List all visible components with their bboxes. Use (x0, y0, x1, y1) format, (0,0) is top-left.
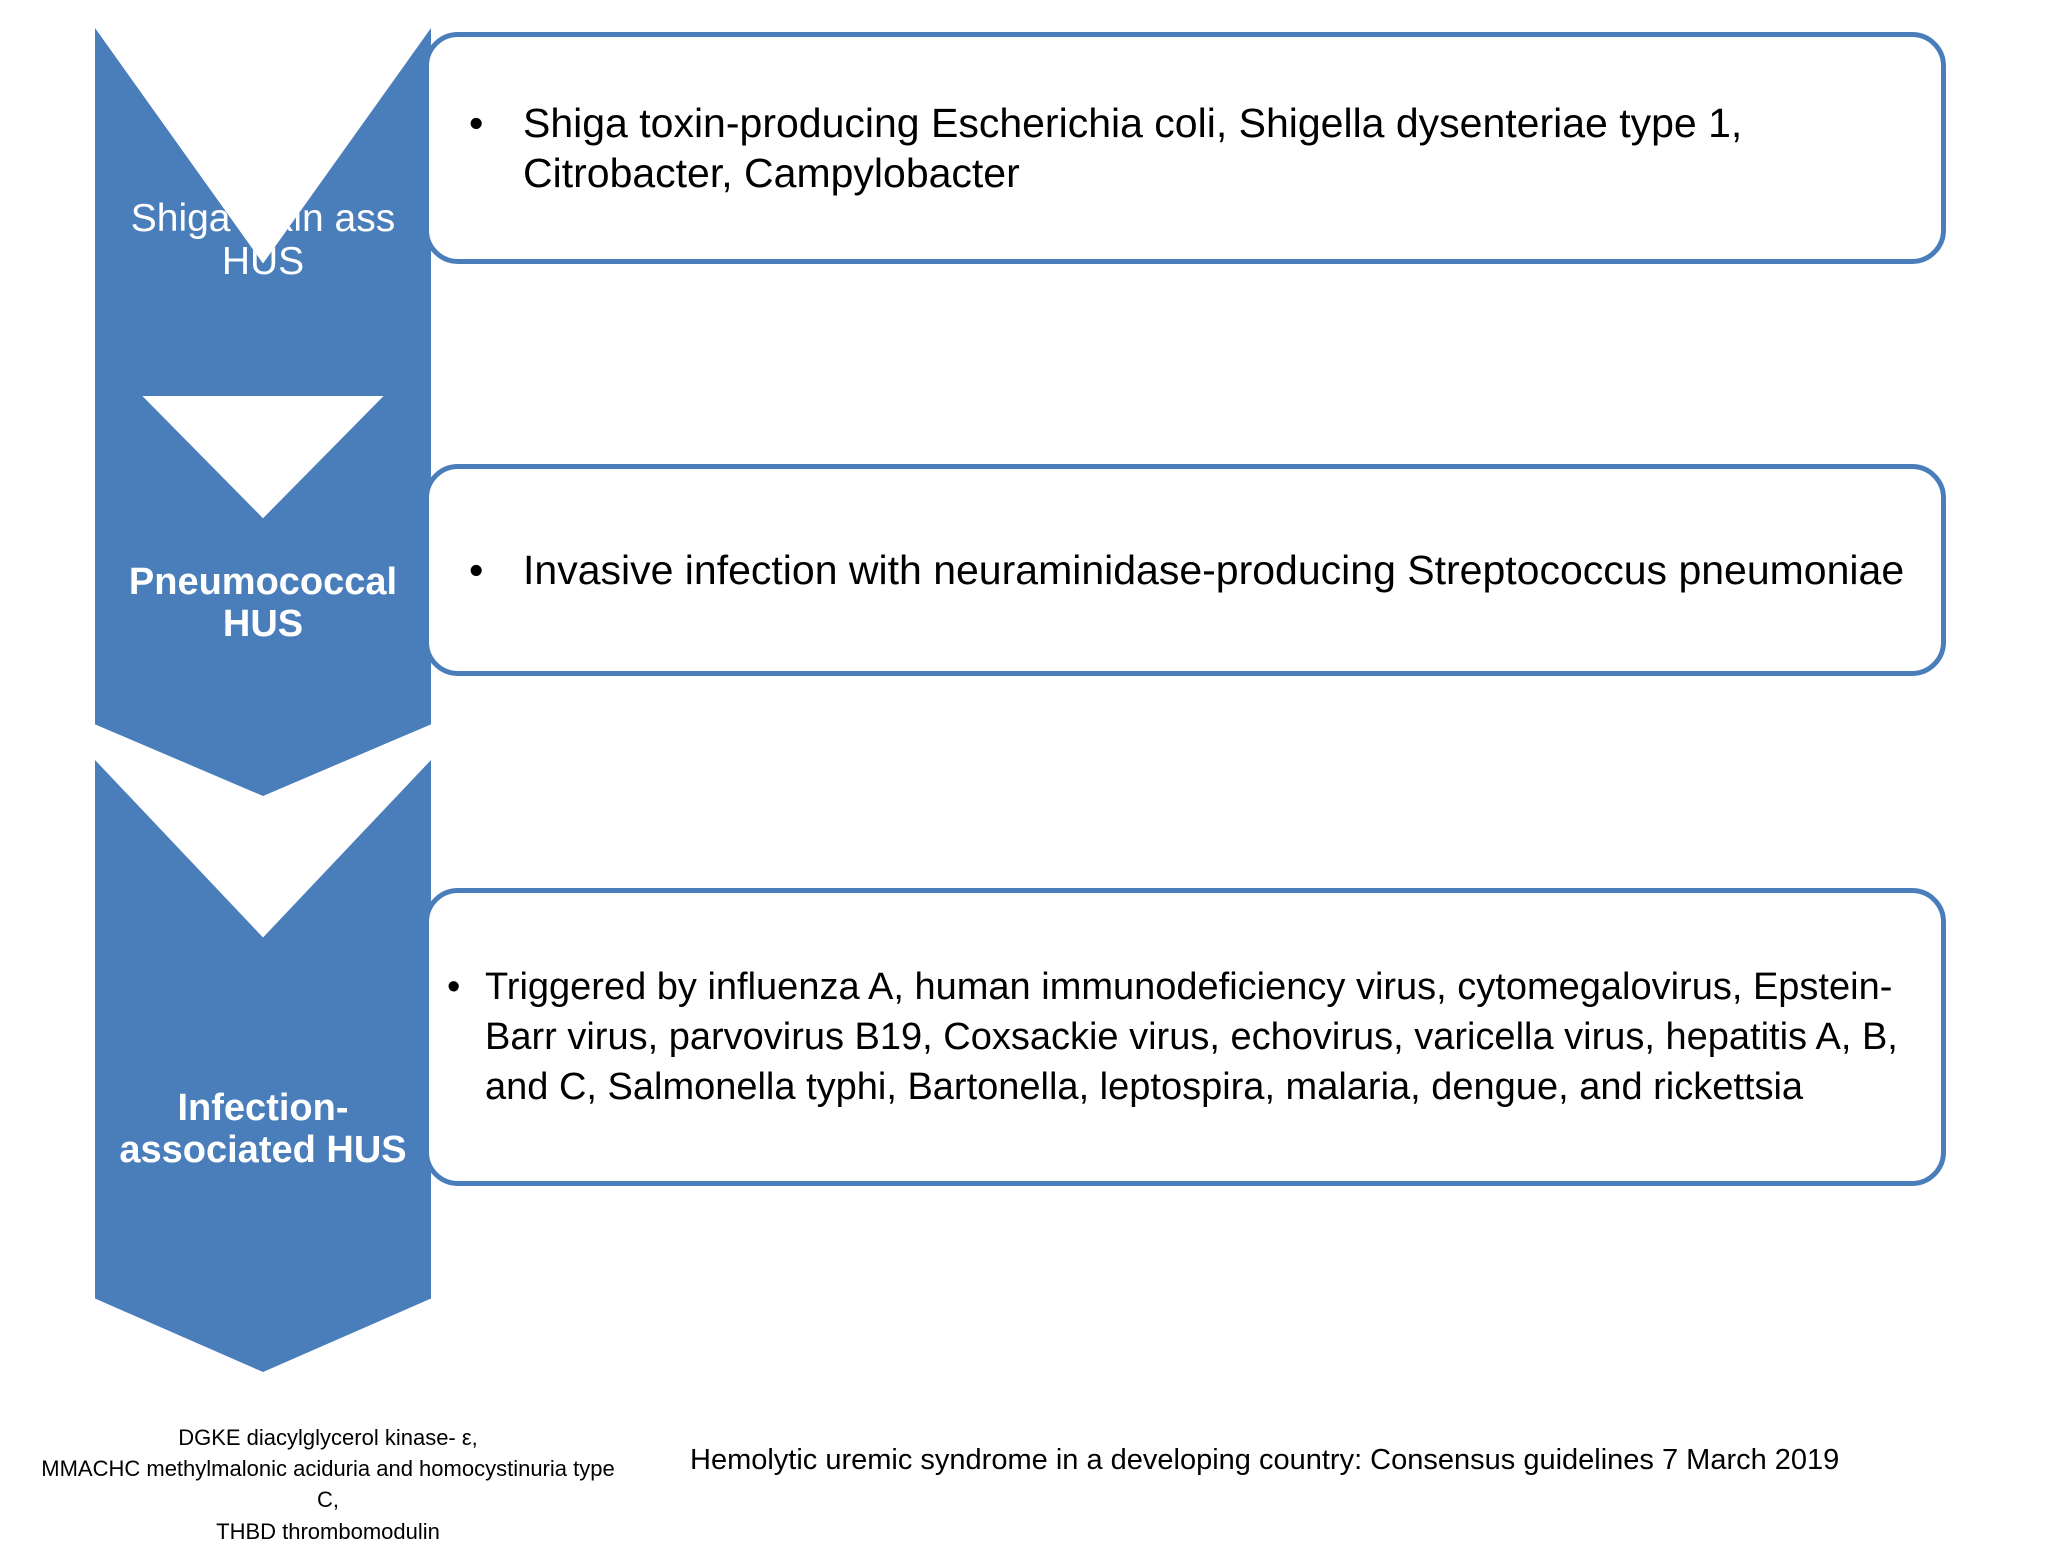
chevron-label-2-line1: Pneumococcal (128, 560, 398, 603)
content-box-infection-associated-hus: • Triggered by influenza A, human immuno… (424, 888, 1946, 1186)
chevron-shiga-toxin-ass-hus: Shiga toxin ass HUS (95, 28, 431, 396)
chevron-label-1: Shiga toxin ass HUS (95, 197, 431, 396)
content-box-shiga-toxin-ass-hus: • Shiga toxin-producing Escherichia coli… (424, 32, 1946, 264)
list-item: • Triggered by influenza A, human immuno… (447, 962, 1941, 1112)
bullet-text: Invasive infection with neuraminidase-pr… (523, 546, 1905, 593)
content-box-pneumococcal-hus: • Invasive infection with neuraminidase-… (424, 464, 1946, 676)
chevron-label-2: Pneumococcal HUS (95, 561, 431, 796)
list-item: • Shiga toxin-producing Escherichia coli… (469, 98, 1941, 198)
bullet-text: Shiga toxin-producing Escherichia coli, … (523, 99, 1743, 196)
footer-citation: Hemolytic uremic syndrome in a developin… (690, 1444, 1840, 1476)
footer-abbrev-line-3: C, (317, 1487, 339, 1513)
bullet-text: Triggered by influenza A, human immunode… (485, 965, 1898, 1109)
footer-abbrev-line-2: MMACHC methylmalonic aciduria and homocy… (41, 1456, 615, 1482)
bullet-dot-icon: • (469, 546, 484, 593)
chevron-infection-associated-hus: Infection- associated HUS (95, 760, 431, 1372)
chevron-label-3-line1: Infection- (177, 1086, 349, 1129)
chevron-label-3: Infection- associated HUS (95, 1087, 431, 1372)
footer-abbrev-line-1: DGKE diacylglycerol kinase- ε, (178, 1425, 478, 1450)
chevron-label-2-line2: HUS (222, 603, 304, 646)
footer-abbreviations: DGKE diacylglycerol kinase- ε, MMACHC me… (18, 1422, 638, 1547)
chevron-label-3-line2: associated HUS (119, 1129, 407, 1172)
bullet-dot-icon: • (469, 99, 484, 146)
bullet-list-3: • Triggered by influenza A, human immuno… (429, 962, 1941, 1112)
chevron-label-1-line2: HUS (221, 240, 305, 284)
bullet-dot-icon: • (447, 965, 461, 1008)
bullet-list-1: • Shiga toxin-producing Escherichia coli… (429, 98, 1941, 198)
footer-abbrev-line-4: THBD thrombomodulin (216, 1518, 440, 1544)
bullet-list-2: • Invasive infection with neuraminidase-… (429, 545, 1941, 595)
chevron-label-1-line1: Shiga toxin ass (130, 196, 396, 240)
list-item: • Invasive infection with neuraminidase-… (469, 545, 1941, 595)
chevron-pneumococcal-hus: Pneumococcal HUS (95, 348, 431, 796)
